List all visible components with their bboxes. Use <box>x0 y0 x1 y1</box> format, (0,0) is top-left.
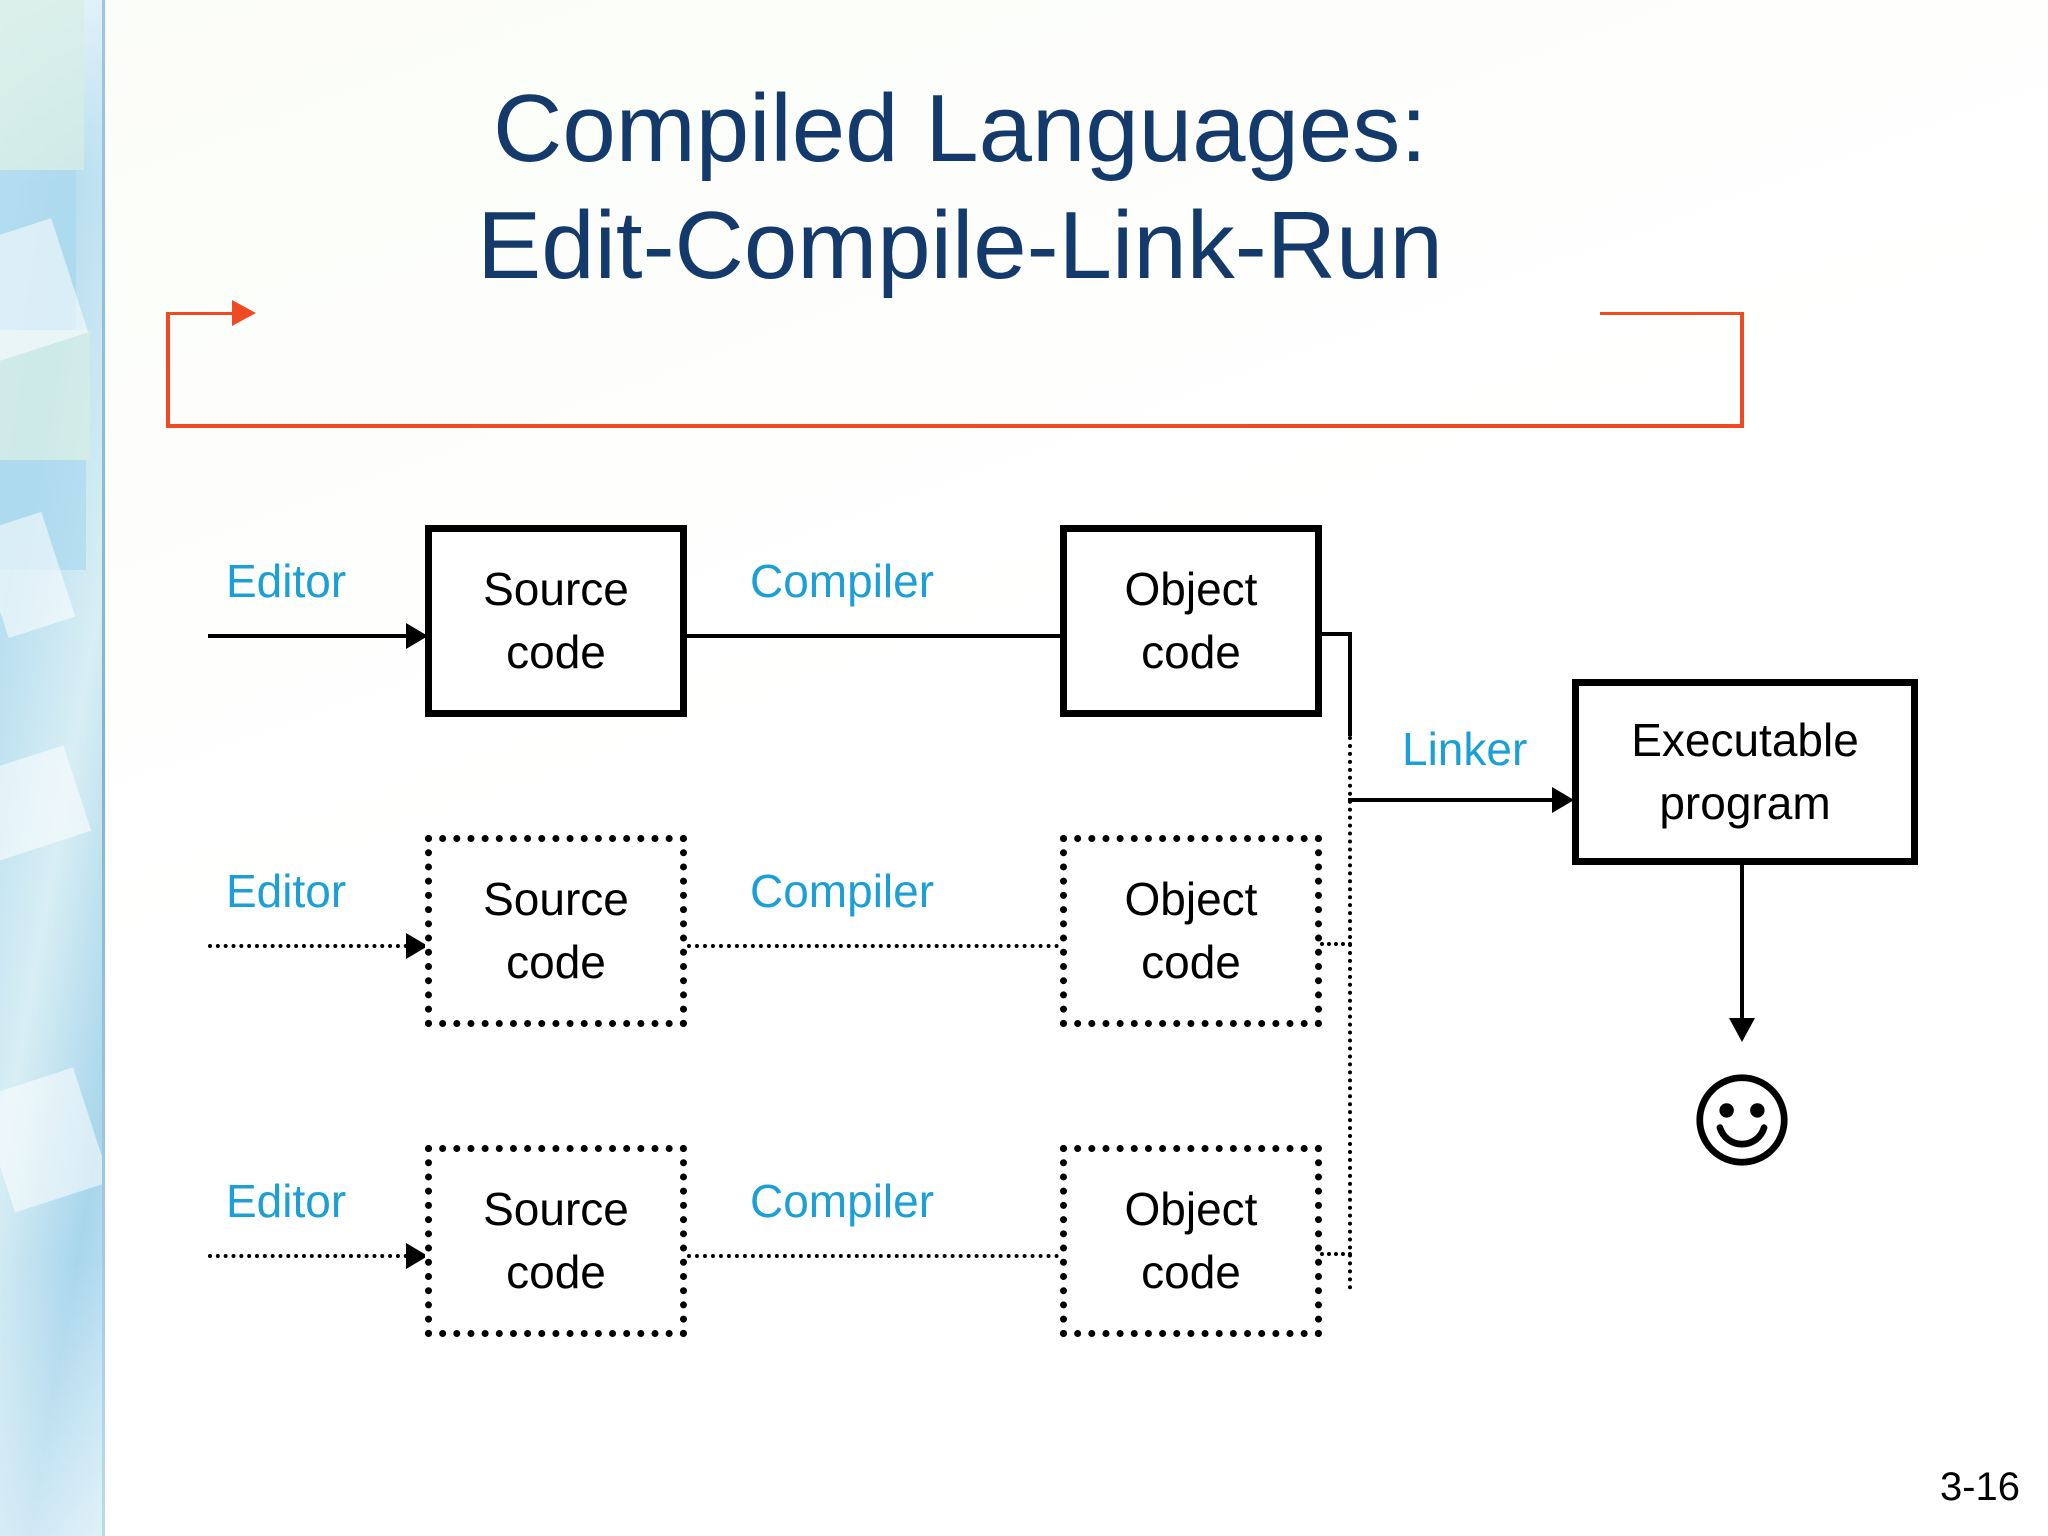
page-number: 3-16 <box>1939 1465 2020 1509</box>
side-band-edge <box>102 0 105 1536</box>
node-source-code-row3: Source code <box>425 1145 687 1337</box>
arrowhead-bus-to-executable <box>1552 787 1574 813</box>
node-executable-program-line2: program <box>1659 777 1831 829</box>
bus-stub-row2 <box>1320 942 1352 946</box>
arrowhead-editor-to-source-row2 <box>406 933 428 959</box>
bus-stub-row3 <box>1320 1252 1352 1256</box>
loop-right-segment <box>1740 312 1744 428</box>
loop-top-right-segment <box>1600 312 1744 315</box>
node-object-code-row1: Object code <box>1060 525 1322 717</box>
node-object-code-row2: Object code <box>1060 835 1322 1027</box>
node-object-code-row2-line2: code <box>1141 936 1241 988</box>
node-source-code-row3-line2: code <box>506 1246 606 1298</box>
arrow-bus-to-executable <box>1348 798 1558 802</box>
loop-arrowhead-icon <box>232 300 256 326</box>
arrow-source-to-object-row1 <box>687 634 1067 638</box>
node-object-code-row1-line2: code <box>1141 626 1241 678</box>
arrowhead-editor-to-source-row1 <box>406 623 428 649</box>
loop-top-left-segment <box>166 312 236 315</box>
process-label-linker: Linker <box>1402 723 1528 775</box>
decorative-side-band <box>0 0 104 1536</box>
node-source-code-row1-line1: Source <box>483 562 629 615</box>
node-source-code-row2-line2: code <box>506 936 606 988</box>
arrow-source-to-object-row2 <box>687 944 1067 948</box>
node-source-code-row3-line1: Source <box>483 1182 629 1235</box>
process-label-compiler-row1: Compiler <box>750 555 935 607</box>
node-object-code-row3-line2: code <box>1141 1246 1241 1298</box>
node-object-code-row3-line1: Object <box>1124 1182 1258 1235</box>
arrow-editor-to-source-row3 <box>208 1254 408 1258</box>
node-executable-program: Executable program <box>1572 679 1918 865</box>
smiley-face-icon <box>1696 1074 1788 1166</box>
node-source-code-row1: Source code <box>425 525 687 717</box>
process-label-compiler-row3: Compiler <box>750 1175 935 1227</box>
node-executable-program-line1: Executable <box>1631 713 1859 766</box>
title-line-2: Edit-Compile-Link-Run <box>477 192 1443 300</box>
arrowhead-executable-to-result <box>1729 1018 1755 1042</box>
process-label-editor-row2: Editor <box>226 865 347 917</box>
node-object-code-row1-line1: Object <box>1124 562 1258 615</box>
arrow-editor-to-source-row2 <box>208 944 408 948</box>
bus-vertical-dotted <box>1348 736 1352 1290</box>
title-line-1: Compiled Languages: <box>493 75 1427 182</box>
bus-stub-row1 <box>1320 632 1352 636</box>
arrow-editor-to-source-row1 <box>208 634 408 638</box>
node-source-code-row1-line2: code <box>506 626 606 678</box>
process-label-editor-row3: Editor <box>226 1175 347 1227</box>
arrow-executable-to-result <box>1740 865 1744 1025</box>
node-object-code-row2-line1: Object <box>1124 872 1258 925</box>
node-source-code-row2: Source code <box>425 835 687 1027</box>
arrowhead-editor-to-source-row3 <box>406 1243 428 1269</box>
process-label-editor-row1: Editor <box>226 555 347 607</box>
bus-vertical-solid <box>1348 632 1352 736</box>
loop-left-segment <box>166 312 170 428</box>
arrow-source-to-object-row3 <box>687 1254 1067 1258</box>
loop-bottom-segment <box>166 424 1744 428</box>
node-source-code-row2-line1: Source <box>483 872 629 925</box>
node-object-code-row3: Object code <box>1060 1145 1322 1337</box>
process-label-compiler-row2: Compiler <box>750 865 935 917</box>
page-title: Compiled Languages: Edit-Compile-Link-Ru… <box>160 70 1760 304</box>
